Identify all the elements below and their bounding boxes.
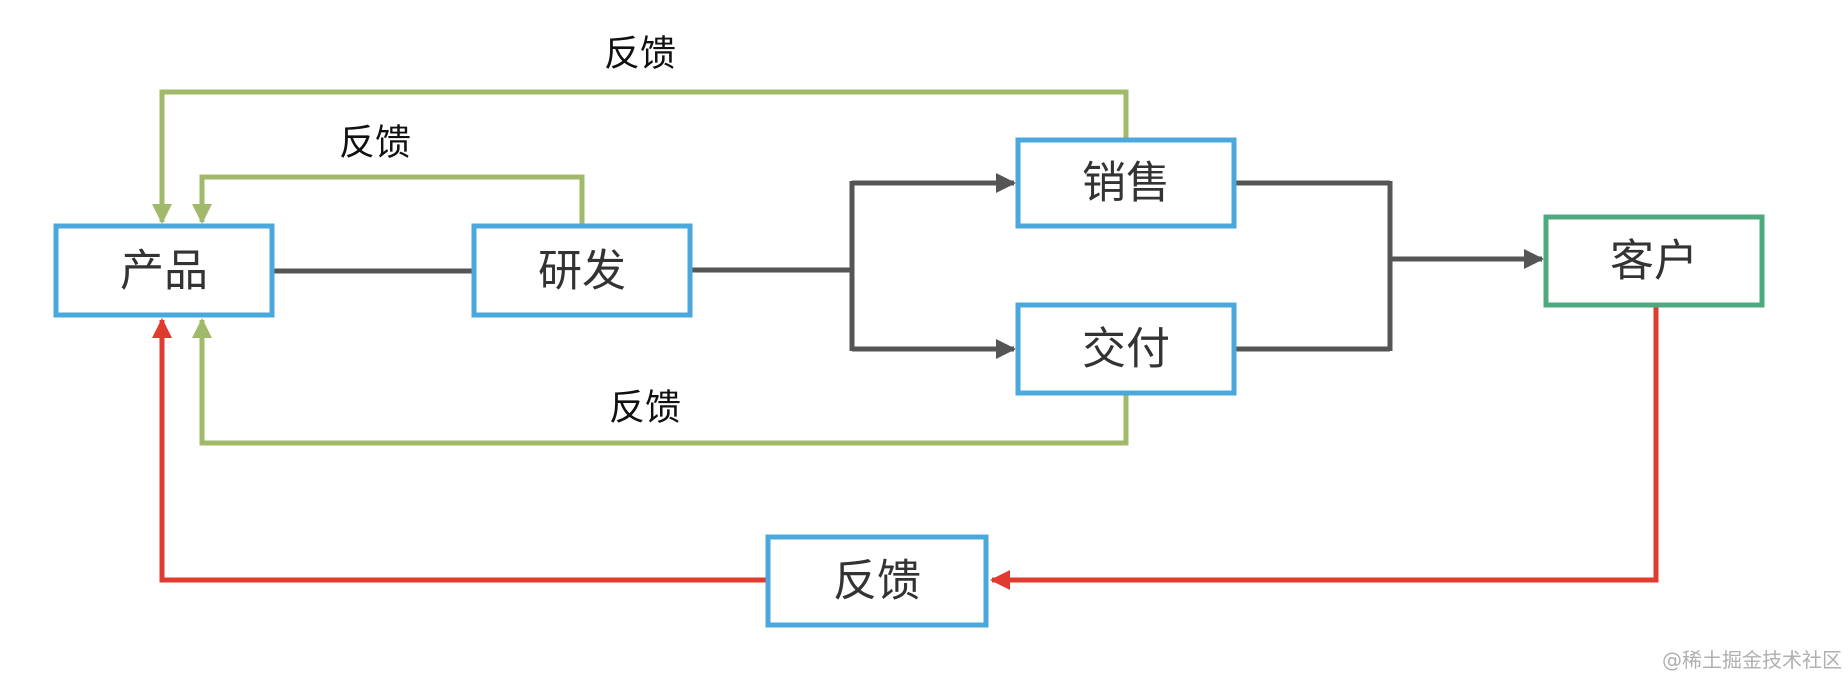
node-feedback: 反馈 [765,534,989,628]
delivery-feedback-arrow [192,318,1129,446]
sales-feedback-label: 反馈 [604,34,676,75]
node-rnd: 研发 [471,223,693,318]
node-product-label: 产品 [120,246,208,297]
rnd-feedback-label: 反馈 [339,123,411,164]
delivery-feedback-label: 反馈 [609,388,681,429]
node-customer-label: 客户 [1610,236,1698,287]
node-customer: 客户 [1543,214,1765,308]
node-sales-label: 销售 [1082,158,1170,209]
watermark: @稀土掘金技术社区 [1662,648,1842,672]
node-product: 产品 [53,223,275,318]
rnd-feedback-arrow [192,174,585,224]
customer-feedback-arrow [990,305,1659,590]
node-sales: 销售 [1015,137,1237,229]
node-rnd-label: 研发 [538,246,626,297]
sales-feedback-arrow [152,89,1129,224]
feedback-to-product-arrow [152,318,768,583]
node-feedback-label: 反馈 [833,556,921,607]
node-delivery: 交付 [1015,302,1237,396]
node-delivery-label: 交付 [1082,324,1170,375]
